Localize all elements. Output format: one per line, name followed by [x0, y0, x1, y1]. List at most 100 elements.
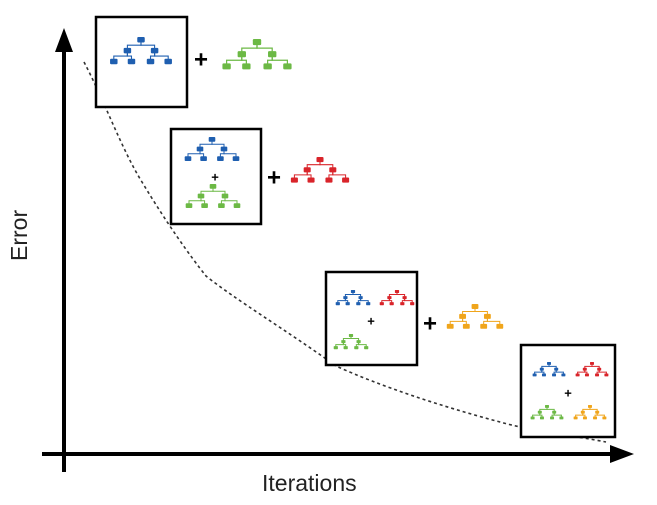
tree-leaf-node	[532, 373, 537, 377]
tree-root-node	[348, 334, 354, 338]
tree-leaf-node	[325, 177, 333, 183]
tree-branch-node	[221, 193, 229, 199]
tree-branch-node	[356, 340, 361, 344]
tree-leaf-node	[539, 416, 544, 420]
tree-branch-node	[303, 167, 311, 173]
tree-leaf-node	[242, 63, 251, 70]
tree-leaf-node	[283, 63, 292, 70]
tree-leaf-node	[232, 156, 240, 161]
tree-leaf-node	[561, 373, 566, 377]
tree-leaf-node	[200, 156, 207, 161]
tree-leaf-node	[541, 373, 546, 377]
tree-leaf-node	[201, 203, 208, 208]
tree-branch-node	[123, 47, 132, 54]
plus-sign: +	[267, 165, 281, 192]
tree-leaf-node	[400, 302, 405, 306]
tree-root-node	[252, 39, 262, 46]
ensemble-tree-blue-icon	[110, 37, 172, 65]
tree-leaf-node	[335, 302, 340, 306]
new-tree-green-icon	[222, 39, 292, 70]
tree-branch-node	[554, 367, 559, 371]
tree-root-node	[588, 405, 592, 408]
y-axis-arrowhead	[55, 28, 73, 52]
tree-branch-node	[402, 296, 407, 300]
tree-root-node	[316, 157, 324, 163]
tree-leaf-node	[389, 302, 394, 306]
tree-root-node	[350, 290, 356, 294]
tree-branch-node	[539, 367, 544, 371]
ensemble-tree-blue-icon	[532, 362, 566, 377]
tree-leaf-node	[364, 346, 369, 350]
error-curve	[83, 61, 607, 443]
tree-leaf-node	[575, 373, 580, 377]
tree-leaf-node	[604, 373, 609, 377]
tree-root-node	[471, 304, 479, 309]
tree-leaf-node	[410, 302, 415, 306]
y-axis-label: Error	[6, 209, 32, 261]
tree-leaf-node	[290, 177, 298, 183]
tree-branch-node	[537, 410, 542, 414]
tree-leaf-node	[345, 302, 350, 306]
ensemble-frame-1	[94, 15, 189, 109]
tree-root-node	[545, 405, 549, 408]
ensemble-frame-4	[519, 343, 617, 439]
new-tree-red-icon	[290, 157, 350, 183]
tree-branch-node	[582, 367, 587, 371]
ensemble-frame-2	[169, 127, 263, 226]
ensemble-tree-green-icon	[185, 184, 241, 208]
tree-leaf-node	[550, 416, 555, 420]
tree-leaf-node	[185, 203, 193, 208]
tree-branch-node	[483, 313, 491, 319]
tree-leaf-node	[559, 416, 564, 420]
tree-leaf-node	[218, 203, 225, 208]
tree-root-node	[137, 37, 145, 43]
tree-leaf-node	[573, 416, 578, 420]
tree-branch-node	[597, 367, 602, 371]
tree-leaf-node	[263, 63, 272, 70]
tree-leaf-node	[333, 346, 338, 350]
tree-root-node	[590, 362, 594, 365]
tree-leaf-node	[343, 346, 348, 350]
tree-leaf-node	[379, 302, 384, 306]
ensemble-plus-sign: +	[211, 170, 219, 185]
ensemble-tree-blue-icon	[335, 290, 371, 306]
tree-branch-node	[358, 296, 363, 300]
tree-leaf-node	[530, 416, 535, 420]
plus-sign: +	[423, 311, 437, 338]
tree-branch-node	[343, 296, 348, 300]
ensemble-tree-green-icon	[530, 405, 564, 420]
tree-branch-node	[459, 313, 467, 319]
tree-leaf-node	[164, 58, 172, 65]
tree-branch-node	[552, 410, 557, 414]
tree-leaf-node	[446, 323, 454, 329]
ensemble-tree-red-icon	[575, 362, 609, 377]
ensemble-tree-green-icon	[333, 334, 369, 350]
tree-leaf-node	[582, 416, 587, 420]
tree-root-node	[394, 290, 400, 294]
tree-leaf-node	[233, 203, 241, 208]
tree-branch-node	[268, 51, 277, 58]
tree-leaf-node	[552, 373, 557, 377]
ensemble-tree-blue-icon	[184, 137, 240, 161]
tree-leaf-node	[462, 323, 470, 329]
ensemble-plus-sign: +	[564, 386, 572, 401]
ensemble-tree-orange-icon	[573, 405, 607, 420]
tree-leaf-node	[222, 63, 231, 70]
tree-leaf-node	[496, 323, 504, 329]
tree-leaf-node	[366, 302, 371, 306]
tree-leaf-node	[307, 177, 315, 183]
tree-leaf-node	[584, 373, 589, 377]
tree-branch-node	[595, 410, 600, 414]
tree-leaf-node	[110, 58, 118, 65]
tree-leaf-node	[184, 156, 192, 161]
ensemble-frame-3	[324, 270, 419, 367]
tree-leaf-node	[146, 58, 155, 65]
tree-branch-node	[341, 340, 346, 344]
tree-branch-node	[196, 146, 204, 152]
tree-leaf-node	[354, 346, 359, 350]
ensemble-plus-sign: +	[367, 314, 375, 329]
tree-branch-node	[220, 146, 228, 152]
tree-branch-node	[387, 296, 392, 300]
tree-leaf-node	[593, 416, 598, 420]
